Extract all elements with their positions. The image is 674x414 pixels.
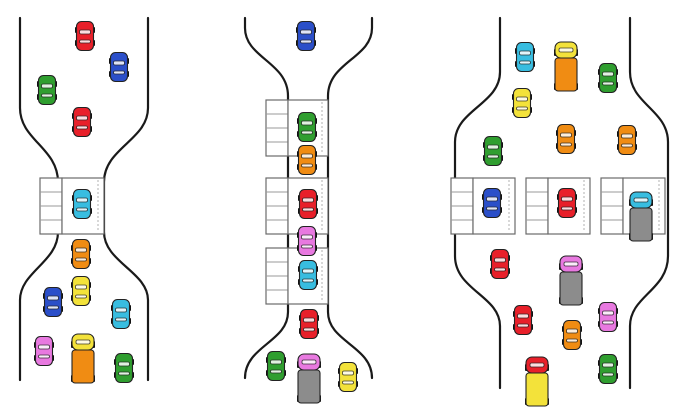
green-car <box>483 135 503 167</box>
orange-car <box>556 123 576 155</box>
blue-car <box>43 286 63 318</box>
orange-truck <box>554 41 578 92</box>
green-car <box>598 62 618 94</box>
red-car <box>299 308 319 340</box>
pink-car <box>34 335 54 367</box>
road-edge-left <box>243 16 290 380</box>
toll-booth <box>265 99 329 157</box>
red-car <box>298 188 318 220</box>
green-car <box>598 353 618 385</box>
vehicles-layer <box>34 20 653 407</box>
vehicles-three-booths-in-parallel <box>482 41 653 407</box>
blue-car <box>296 20 316 52</box>
orange-car <box>617 124 637 156</box>
gray-truck <box>297 353 321 404</box>
panel-parallel-booths <box>450 16 670 390</box>
pink-car <box>297 225 317 257</box>
yellow-truck <box>525 356 549 407</box>
blue-car <box>482 187 502 219</box>
red-car <box>513 304 533 336</box>
road-edge-right <box>326 16 374 380</box>
cyan-car <box>72 188 92 220</box>
orange-car <box>562 319 582 351</box>
green-car <box>266 350 286 382</box>
pink-car <box>598 301 618 333</box>
red-car <box>557 187 577 219</box>
toll-booth <box>39 177 105 235</box>
gray-truck <box>629 191 653 242</box>
panel-single-booth <box>18 16 150 382</box>
vehicles-three-booths-in-series <box>266 20 358 404</box>
orange-car <box>297 144 317 176</box>
cyan-car <box>111 298 131 330</box>
cyan-car <box>298 259 318 291</box>
green-car <box>37 74 57 106</box>
green-car <box>297 111 317 143</box>
red-car <box>490 248 510 280</box>
vehicles-single-booth <box>34 20 134 384</box>
toll-booth <box>265 247 329 305</box>
red-car <box>72 106 92 138</box>
red-car <box>75 20 95 52</box>
cyan-car <box>515 41 535 73</box>
blue-car <box>109 51 129 83</box>
yellow-car <box>338 361 358 393</box>
orange-truck <box>71 333 95 384</box>
gray-truck <box>559 255 583 306</box>
toll-booth <box>265 177 329 235</box>
orange-car <box>71 238 91 270</box>
yellow-car <box>71 275 91 307</box>
yellow-car <box>512 87 532 119</box>
green-car <box>114 352 134 384</box>
road-edge-right <box>628 16 670 390</box>
